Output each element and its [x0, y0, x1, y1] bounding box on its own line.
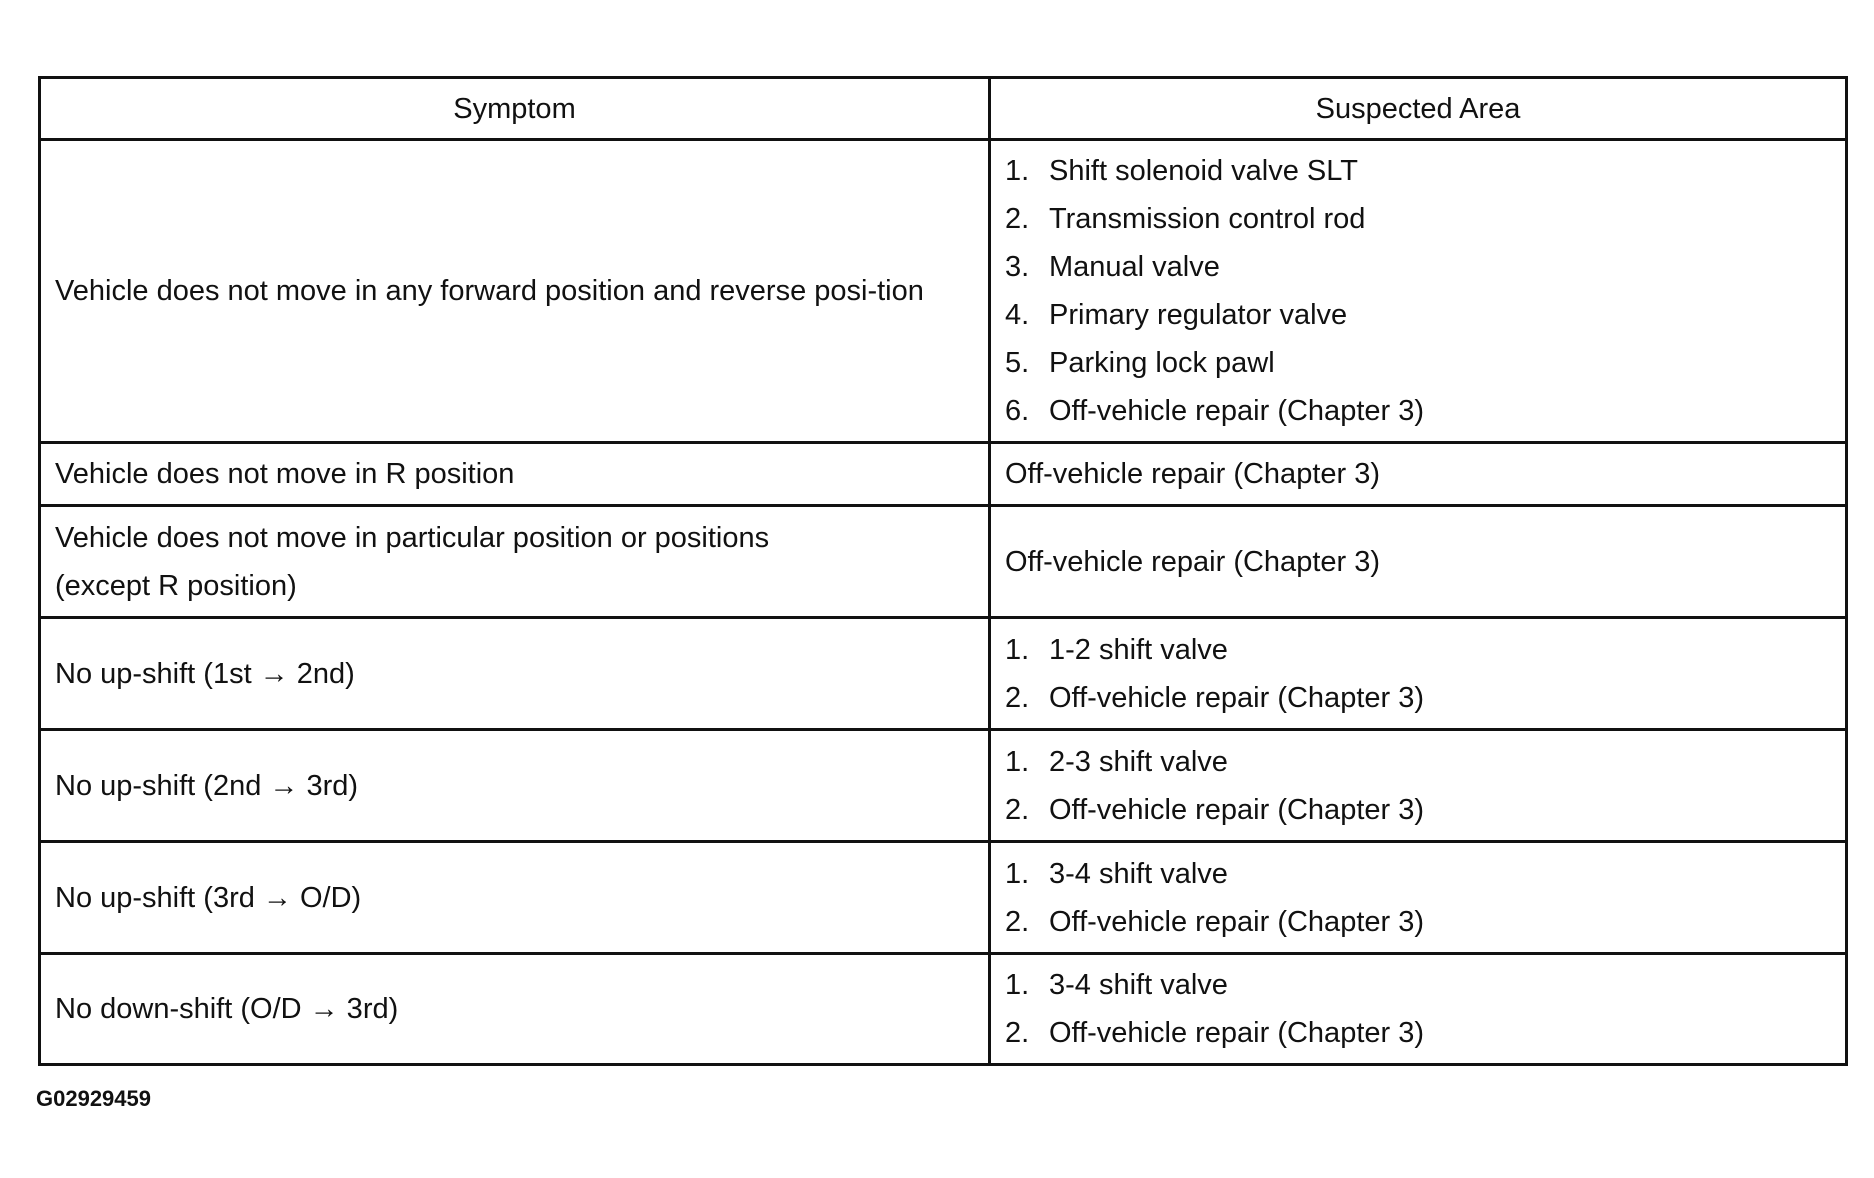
table-row: No up-shift (3rd → O/D) 1.3-4 shift valv…	[38, 840, 1848, 955]
list-item: 2.Transmission control rod	[1005, 203, 1366, 235]
list-item: 1.Shift solenoid valve SLT	[1005, 155, 1358, 187]
suspected-area-cell: 1.Shift solenoid valve SLT 2.Transmissio…	[988, 138, 1848, 444]
table-row: No up-shift (2nd → 3rd) 1.2-3 shift valv…	[38, 728, 1848, 843]
suspected-area-list: 1.3-4 shift valve 2.Off-vehicle repair (…	[1005, 961, 1831, 1057]
list-item: 6.Off-vehicle repair (Chapter 3)	[1005, 395, 1425, 427]
table-row: Vehicle does not move in R position Off-…	[38, 441, 1848, 507]
figure-id: G02929459	[36, 1086, 151, 1111]
suspected-area-list: 1.2-3 shift valve 2.Off-vehicle repair (…	[1005, 738, 1831, 834]
table-header-row: Symptom Suspected Area	[38, 76, 1848, 141]
list-item: 5.Parking lock pawl	[1005, 347, 1275, 379]
list-item: 4.Primary regulator valve	[1005, 299, 1348, 331]
list-item: 1.3-4 shift valve	[1005, 857, 1228, 890]
symptom-cell: Vehicle does not move in R position	[38, 441, 991, 507]
list-item: 2.Off-vehicle repair (Chapter 3)	[1005, 681, 1425, 714]
table-row: No down-shift (O/D → 3rd) 1.3-4 shift va…	[38, 952, 1848, 1066]
symptom-cell: No up-shift (2nd → 3rd)	[38, 728, 991, 843]
table-row: No up-shift (1st → 2nd) 1.1-2 shift valv…	[38, 616, 1848, 731]
symptom-cell: Vehicle does not move in particular posi…	[38, 504, 991, 619]
suspected-area-cell: 1.3-4 shift valve 2.Off-vehicle repair (…	[988, 840, 1848, 955]
suspected-area-list: 1.Shift solenoid valve SLT 2.Transmissio…	[1005, 147, 1831, 435]
symptom-cell: No down-shift (O/D → 3rd)	[38, 952, 991, 1066]
symptom-cell: No up-shift (3rd → O/D)	[38, 840, 991, 955]
list-item: 1.2-3 shift valve	[1005, 745, 1228, 778]
suspected-area-cell: Off-vehicle repair (Chapter 3)	[988, 504, 1848, 619]
suspected-area-cell: Off-vehicle repair (Chapter 3)	[988, 441, 1848, 507]
suspected-area-cell: 1.1-2 shift valve 2.Off-vehicle repair (…	[988, 616, 1848, 731]
table-row: Vehicle does not move in any forward pos…	[38, 138, 1848, 444]
header-symptom: Symptom	[38, 76, 991, 141]
symptom-table: Symptom Suspected Area Vehicle does not …	[38, 76, 1848, 1066]
symptom-line: (except R position)	[55, 569, 297, 602]
suspected-area-cell: 1.2-3 shift valve 2.Off-vehicle repair (…	[988, 728, 1848, 843]
symptom-cell: No up-shift (1st → 2nd)	[38, 616, 991, 731]
list-item: 2.Off-vehicle repair (Chapter 3)	[1005, 1017, 1425, 1049]
list-item: 3.Manual valve	[1005, 251, 1220, 283]
symptom-line: Vehicle does not move in particular posi…	[55, 521, 770, 554]
table-row: Vehicle does not move in particular posi…	[38, 504, 1848, 619]
list-item: 1.3-4 shift valve	[1005, 969, 1228, 1001]
suspected-area-list: 1.3-4 shift valve 2.Off-vehicle repair (…	[1005, 850, 1831, 946]
list-item: 2.Off-vehicle repair (Chapter 3)	[1005, 905, 1425, 938]
list-item: 2.Off-vehicle repair (Chapter 3)	[1005, 793, 1425, 826]
suspected-area-list: 1.1-2 shift valve 2.Off-vehicle repair (…	[1005, 626, 1831, 722]
header-suspected-area: Suspected Area	[988, 76, 1848, 141]
list-item: 1.1-2 shift valve	[1005, 633, 1228, 666]
symptom-cell: Vehicle does not move in any forward pos…	[38, 138, 991, 444]
suspected-area-cell: 1.3-4 shift valve 2.Off-vehicle repair (…	[988, 952, 1848, 1066]
